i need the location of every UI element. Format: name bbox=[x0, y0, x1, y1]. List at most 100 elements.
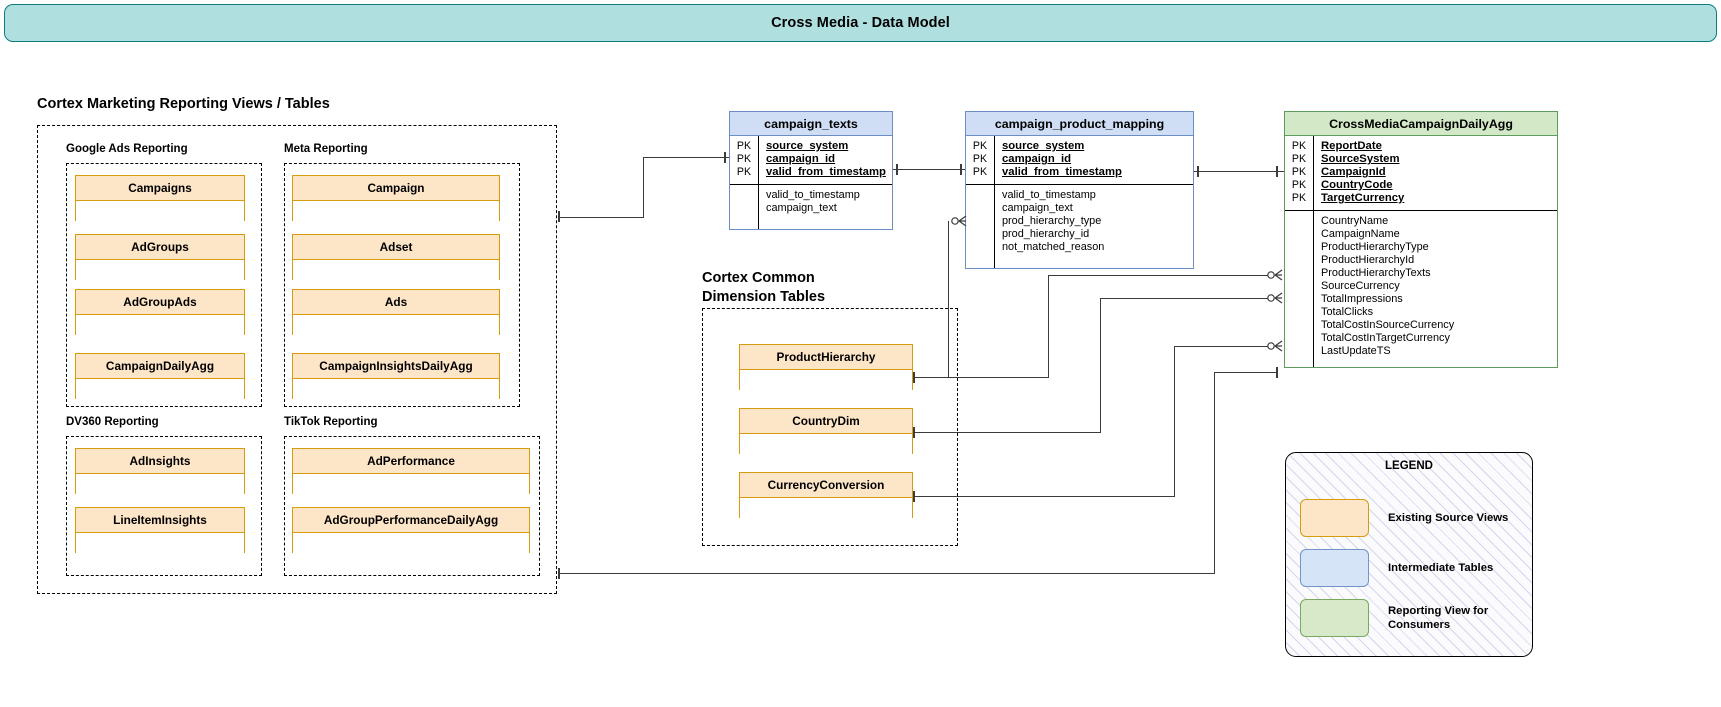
source-table-campaigninsightsdailyagg[interactable]: CampaignInsightsDailyAgg bbox=[292, 353, 500, 400]
source-table-lineiteminsights[interactable]: LineItemInsights bbox=[75, 507, 245, 554]
source-table-ads[interactable]: Ads bbox=[292, 289, 500, 336]
attribute: TotalClicks bbox=[1321, 306, 1374, 318]
table-title: Adset bbox=[293, 235, 499, 260]
entity-title: campaign_product_mapping bbox=[966, 112, 1193, 136]
crow-foot-tick bbox=[913, 372, 915, 383]
key-field: source_system bbox=[766, 140, 849, 152]
connector-segment bbox=[1214, 372, 1216, 574]
key-field: CountryCode bbox=[1321, 179, 1393, 191]
connector-segment bbox=[558, 573, 1215, 575]
key-marker-column: PK PK PK PK PK bbox=[1285, 136, 1314, 210]
table-title: AdInsights bbox=[76, 449, 244, 474]
attribute: SourceCurrency bbox=[1321, 280, 1400, 292]
table-body bbox=[293, 379, 499, 400]
source-table-adgroups[interactable]: AdGroups bbox=[75, 234, 245, 281]
key-field: source_system bbox=[1002, 140, 1085, 152]
source-table-adset[interactable]: Adset bbox=[292, 234, 500, 281]
group-container-tiktok bbox=[284, 436, 540, 576]
group-label-meta: Meta Reporting bbox=[284, 143, 368, 155]
attribute: ProductHierarchyType bbox=[1321, 241, 1429, 253]
attr-marker-column bbox=[730, 185, 759, 229]
attribute: prod_hierarchy_type bbox=[1002, 215, 1102, 227]
table-title: Campaign bbox=[293, 176, 499, 201]
dimension-table-currencyconversion[interactable]: CurrencyConversion bbox=[739, 472, 913, 519]
table-body bbox=[740, 370, 912, 391]
crow-foot-marker bbox=[1267, 269, 1283, 281]
connector-segment bbox=[1048, 275, 1272, 277]
key-marker-column: PK PK PK bbox=[966, 136, 995, 184]
key-field: valid_from_timestamp bbox=[766, 166, 886, 178]
attribute: valid_to_timestamp bbox=[766, 189, 860, 201]
crow-foot-marker bbox=[951, 215, 967, 227]
entity-attribute-section: valid_to_timestamp campaign_text prod_hi… bbox=[966, 185, 1193, 268]
dimension-table-producthierarchy[interactable]: ProductHierarchy bbox=[739, 344, 913, 391]
table-title: CampaignInsightsDailyAgg bbox=[293, 354, 499, 379]
pk-marker: PK bbox=[1291, 192, 1307, 204]
attr-name-column: valid_to_timestamp campaign_text prod_hi… bbox=[995, 185, 1193, 268]
table-body bbox=[76, 379, 244, 400]
attribute: CampaignName bbox=[1321, 228, 1400, 240]
attribute: TotalCostInSourceCurrency bbox=[1321, 319, 1455, 331]
pk-marker: PK bbox=[736, 140, 752, 152]
group-container-dv360 bbox=[66, 436, 262, 576]
entity-campaign-texts[interactable]: campaign_texts PK PK PK source_system ca… bbox=[729, 111, 893, 230]
pk-marker: PK bbox=[972, 140, 988, 152]
source-table-campaign[interactable]: Campaign bbox=[292, 175, 500, 222]
table-body bbox=[76, 201, 244, 222]
source-table-adinsights[interactable]: AdInsights bbox=[75, 448, 245, 495]
group-container-google-ads bbox=[66, 163, 262, 407]
common-dimensions-caption: Cortex Common Dimension Tables bbox=[702, 270, 826, 306]
table-title: AdGroups bbox=[76, 235, 244, 260]
attribute: CountryName bbox=[1321, 215, 1389, 227]
attribute: LastUpdateTS bbox=[1321, 345, 1391, 357]
key-field: SourceSystem bbox=[1321, 153, 1400, 165]
table-title: ProductHierarchy bbox=[740, 345, 912, 370]
attribute: campaign_text bbox=[1002, 202, 1073, 214]
source-table-adgroupperformancedailyagg[interactable]: AdGroupPerformanceDailyAgg bbox=[292, 507, 530, 554]
attr-name-column: CountryName CampaignName ProductHierarch… bbox=[1314, 211, 1557, 367]
source-table-campaigns[interactable]: Campaigns bbox=[75, 175, 245, 222]
connector-segment bbox=[1214, 372, 1276, 374]
pk-marker: PK bbox=[1291, 140, 1307, 152]
crow-foot-marker bbox=[1267, 340, 1283, 352]
crow-foot-marker bbox=[1267, 292, 1283, 304]
key-field: ReportDate bbox=[1321, 140, 1382, 152]
attribute: not_matched_reason bbox=[1002, 241, 1105, 253]
table-body bbox=[76, 260, 244, 281]
table-title: Campaigns bbox=[76, 176, 244, 201]
table-body bbox=[293, 260, 499, 281]
crow-foot-tick bbox=[960, 164, 962, 175]
table-body bbox=[76, 474, 244, 495]
marketing-reporting-caption: Cortex Marketing Reporting Views / Table… bbox=[37, 96, 330, 112]
connector-segment bbox=[893, 169, 965, 171]
pk-marker: PK bbox=[736, 153, 752, 165]
entity-campaign-product-mapping[interactable]: campaign_product_mapping PK PK PK source… bbox=[965, 111, 1194, 269]
crow-foot-tick bbox=[724, 152, 726, 163]
key-field: CampaignId bbox=[1321, 166, 1386, 178]
table-title: CountryDim bbox=[740, 409, 912, 434]
key-name-column: source_system campaign_id valid_from_tim… bbox=[759, 136, 892, 184]
group-label-tiktok: TikTok Reporting bbox=[284, 416, 378, 428]
dimension-table-countrydim[interactable]: CountryDim bbox=[739, 408, 913, 455]
connector-segment bbox=[643, 157, 645, 218]
legend-panel: LEGEND Existing Source Views Intermediat… bbox=[1285, 452, 1533, 657]
entity-crossmediacampaigndailyagg[interactable]: CrossMediaCampaignDailyAgg PK PK PK PK P… bbox=[1284, 111, 1558, 368]
connector-segment bbox=[913, 496, 1175, 498]
entity-attribute-section: CountryName CampaignName ProductHierarch… bbox=[1285, 211, 1557, 367]
source-table-campaigndailyagg[interactable]: CampaignDailyAgg bbox=[75, 353, 245, 400]
crow-foot-tick bbox=[558, 568, 560, 579]
marketing-reporting-container bbox=[37, 125, 557, 594]
group-label-dv360: DV360 Reporting bbox=[66, 416, 159, 428]
source-table-adperformance[interactable]: AdPerformance bbox=[292, 448, 530, 495]
crow-foot-tick bbox=[558, 211, 560, 222]
table-body bbox=[76, 533, 244, 554]
source-table-adgroupads[interactable]: AdGroupAds bbox=[75, 289, 245, 336]
attr-marker-column bbox=[966, 185, 995, 268]
attr-marker-column bbox=[1285, 211, 1314, 367]
table-title: LineItemInsights bbox=[76, 508, 244, 533]
group-container-meta bbox=[284, 163, 520, 407]
legend-swatch-intermediate bbox=[1300, 549, 1369, 587]
pk-marker: PK bbox=[1291, 179, 1307, 191]
table-title: AdGroupAds bbox=[76, 290, 244, 315]
key-field: campaign_id bbox=[766, 153, 836, 165]
